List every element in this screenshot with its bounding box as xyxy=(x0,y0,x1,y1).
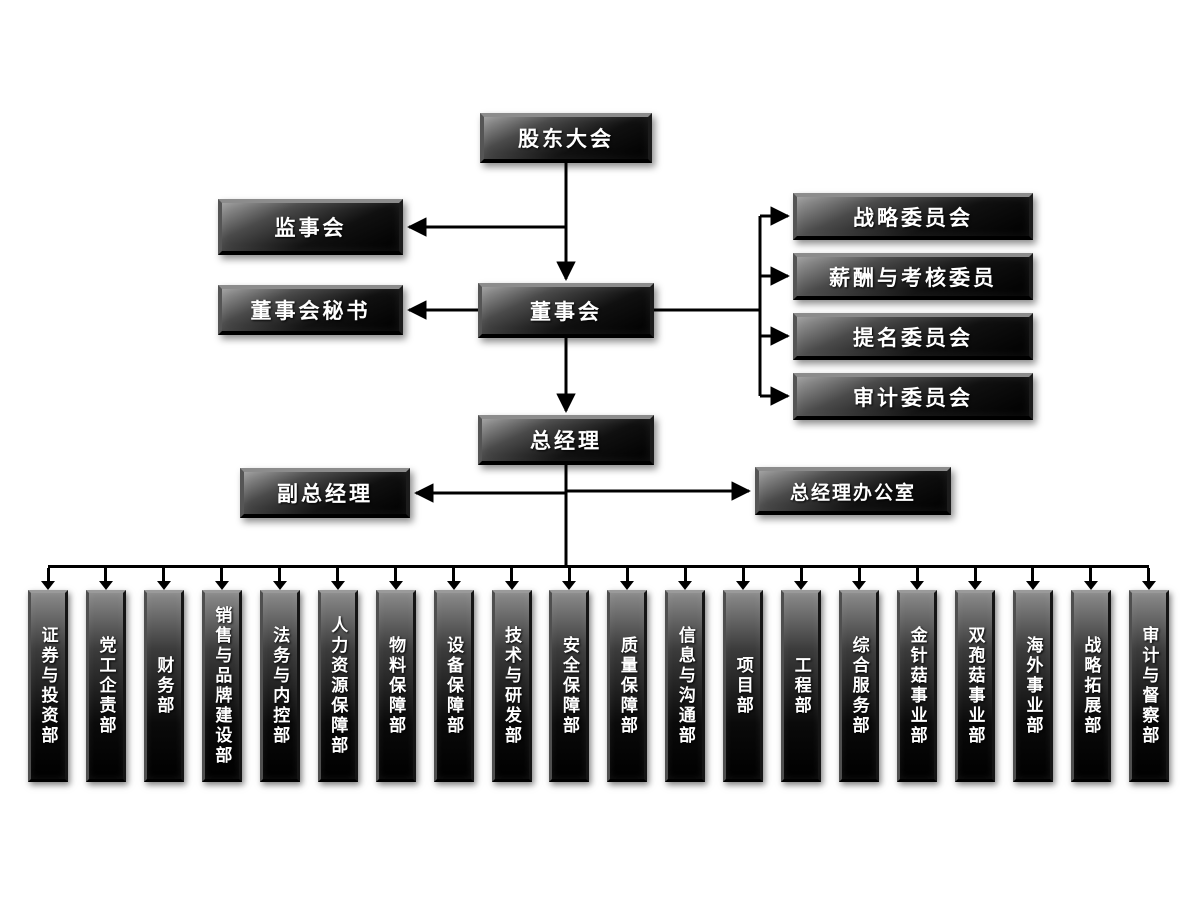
connector-stub xyxy=(278,568,282,581)
node-dept-quality-support: 质量保障部 xyxy=(607,590,648,782)
department-cell: 审计与督察部 xyxy=(1128,568,1169,782)
department-cell: 党工企责部 xyxy=(85,568,126,782)
node-dept-materials-support: 物料保障部 xyxy=(375,590,416,782)
department-cell: 工程部 xyxy=(781,568,822,782)
arrow-down-icon xyxy=(620,581,635,590)
connector-stub xyxy=(1147,568,1151,581)
arrow-down-icon xyxy=(562,581,577,590)
arrow-down-icon xyxy=(910,581,925,590)
department-cell: 战略拓展部 xyxy=(1070,568,1111,782)
arrow-down-icon xyxy=(98,581,113,590)
arrow-down-icon xyxy=(794,581,809,590)
arrow-down-icon xyxy=(388,581,403,590)
department-cell: 安全保障部 xyxy=(549,568,590,782)
node-dept-engineering: 工程部 xyxy=(781,590,822,782)
connector-stub xyxy=(973,568,977,581)
connector-stub xyxy=(336,568,340,581)
node-board-of-directors: 董事会 xyxy=(478,283,654,338)
node-dept-tech-rnd: 技术与研发部 xyxy=(491,590,532,782)
node-audit-committee: 审计委员会 xyxy=(793,373,1033,420)
department-strip: 证券与投资部 党工企责部 财务部 销售与品牌建设部 法务与内控部 xyxy=(28,565,1169,782)
connector-stub xyxy=(683,568,687,581)
department-cell: 综合服务部 xyxy=(839,568,880,782)
connector-stub xyxy=(567,568,571,581)
node-dept-project: 项目部 xyxy=(723,590,764,782)
node-compensation-committee: 薪酬与考核委员 xyxy=(793,253,1033,300)
department-cell: 信息与沟通部 xyxy=(665,568,706,782)
node-dept-finance: 财务部 xyxy=(143,590,184,782)
connector-stub xyxy=(104,568,108,581)
node-dept-overseas-business: 海外事业部 xyxy=(1012,590,1053,782)
node-dept-agaricus-business: 双孢菇事业部 xyxy=(955,590,995,782)
connector-stub xyxy=(46,568,50,581)
node-dept-legal-internal-control: 法务与内控部 xyxy=(259,590,300,782)
node-nomination-committee: 提名委员会 xyxy=(793,313,1033,360)
connector-stub xyxy=(799,568,803,581)
node-shareholders: 股东大会 xyxy=(480,113,652,163)
department-cell: 设备保障部 xyxy=(433,568,474,782)
connector-stub xyxy=(394,568,398,581)
connector-stub xyxy=(625,568,629,581)
node-dept-hr-support: 人力资源保障部 xyxy=(317,590,358,782)
connector-stub xyxy=(1089,568,1093,581)
arrow-down-icon xyxy=(330,581,345,590)
connector-stub xyxy=(1031,568,1035,581)
node-dept-info-communication: 信息与沟通部 xyxy=(665,590,706,782)
department-cell: 金针菇事业部 xyxy=(897,568,938,782)
connector-stub xyxy=(510,568,513,581)
arrow-down-icon xyxy=(1141,581,1156,590)
node-general-manager: 总经理 xyxy=(478,415,654,465)
department-cell: 销售与品牌建设部 xyxy=(201,568,242,782)
arrow-down-icon xyxy=(41,581,55,590)
arrow-down-icon xyxy=(214,581,229,590)
arrow-down-icon xyxy=(1083,581,1098,590)
connector-stub xyxy=(452,568,456,581)
department-cell: 海外事业部 xyxy=(1012,568,1053,782)
department-cell: 法务与内控部 xyxy=(259,568,300,782)
connector-stub xyxy=(220,568,224,581)
node-supervisory-board: 监事会 xyxy=(218,199,403,255)
arrow-down-icon xyxy=(504,581,519,590)
node-gm-office: 总经理办公室 xyxy=(755,467,951,515)
node-dept-strategic-expansion: 战略拓展部 xyxy=(1070,590,1111,782)
arrow-down-icon xyxy=(156,581,171,590)
node-dept-sales-brand: 销售与品牌建设部 xyxy=(201,590,242,782)
connector-stub xyxy=(915,568,919,581)
node-dept-safety-support: 安全保障部 xyxy=(549,590,590,782)
department-cell: 证券与投资部 xyxy=(28,568,68,782)
department-cell: 技术与研发部 xyxy=(491,568,532,782)
department-cell: 物料保障部 xyxy=(375,568,416,782)
node-dept-party-work: 党工企责部 xyxy=(85,590,126,782)
node-strategy-committee: 战略委员会 xyxy=(793,193,1033,240)
arrow-down-icon xyxy=(1025,581,1040,590)
department-cell: 质量保障部 xyxy=(607,568,648,782)
node-board-secretary: 董事会秘书 xyxy=(218,285,403,335)
department-cell: 项目部 xyxy=(723,568,764,782)
node-dept-equipment-support: 设备保障部 xyxy=(433,590,474,782)
connector-stub xyxy=(162,568,166,581)
arrow-down-icon xyxy=(736,581,751,590)
node-dept-general-services: 综合服务部 xyxy=(839,590,880,782)
distribution-line xyxy=(48,565,1149,568)
department-cell: 双孢菇事业部 xyxy=(955,568,995,782)
arrow-down-icon xyxy=(852,581,867,590)
node-dept-audit-supervision: 审计与督察部 xyxy=(1128,590,1169,782)
department-cell: 人力资源保障部 xyxy=(317,568,358,782)
connector-stub xyxy=(741,568,745,581)
arrow-down-icon xyxy=(272,581,287,590)
connector-stub xyxy=(857,568,861,581)
arrow-down-icon xyxy=(678,581,693,590)
node-dept-securities-investment: 证券与投资部 xyxy=(28,590,68,782)
node-deputy-general-manager: 副总经理 xyxy=(240,468,410,518)
arrow-down-icon xyxy=(968,581,982,590)
department-cell: 财务部 xyxy=(143,568,184,782)
node-dept-enoki-business: 金针菇事业部 xyxy=(897,590,938,782)
arrow-down-icon xyxy=(446,581,461,590)
